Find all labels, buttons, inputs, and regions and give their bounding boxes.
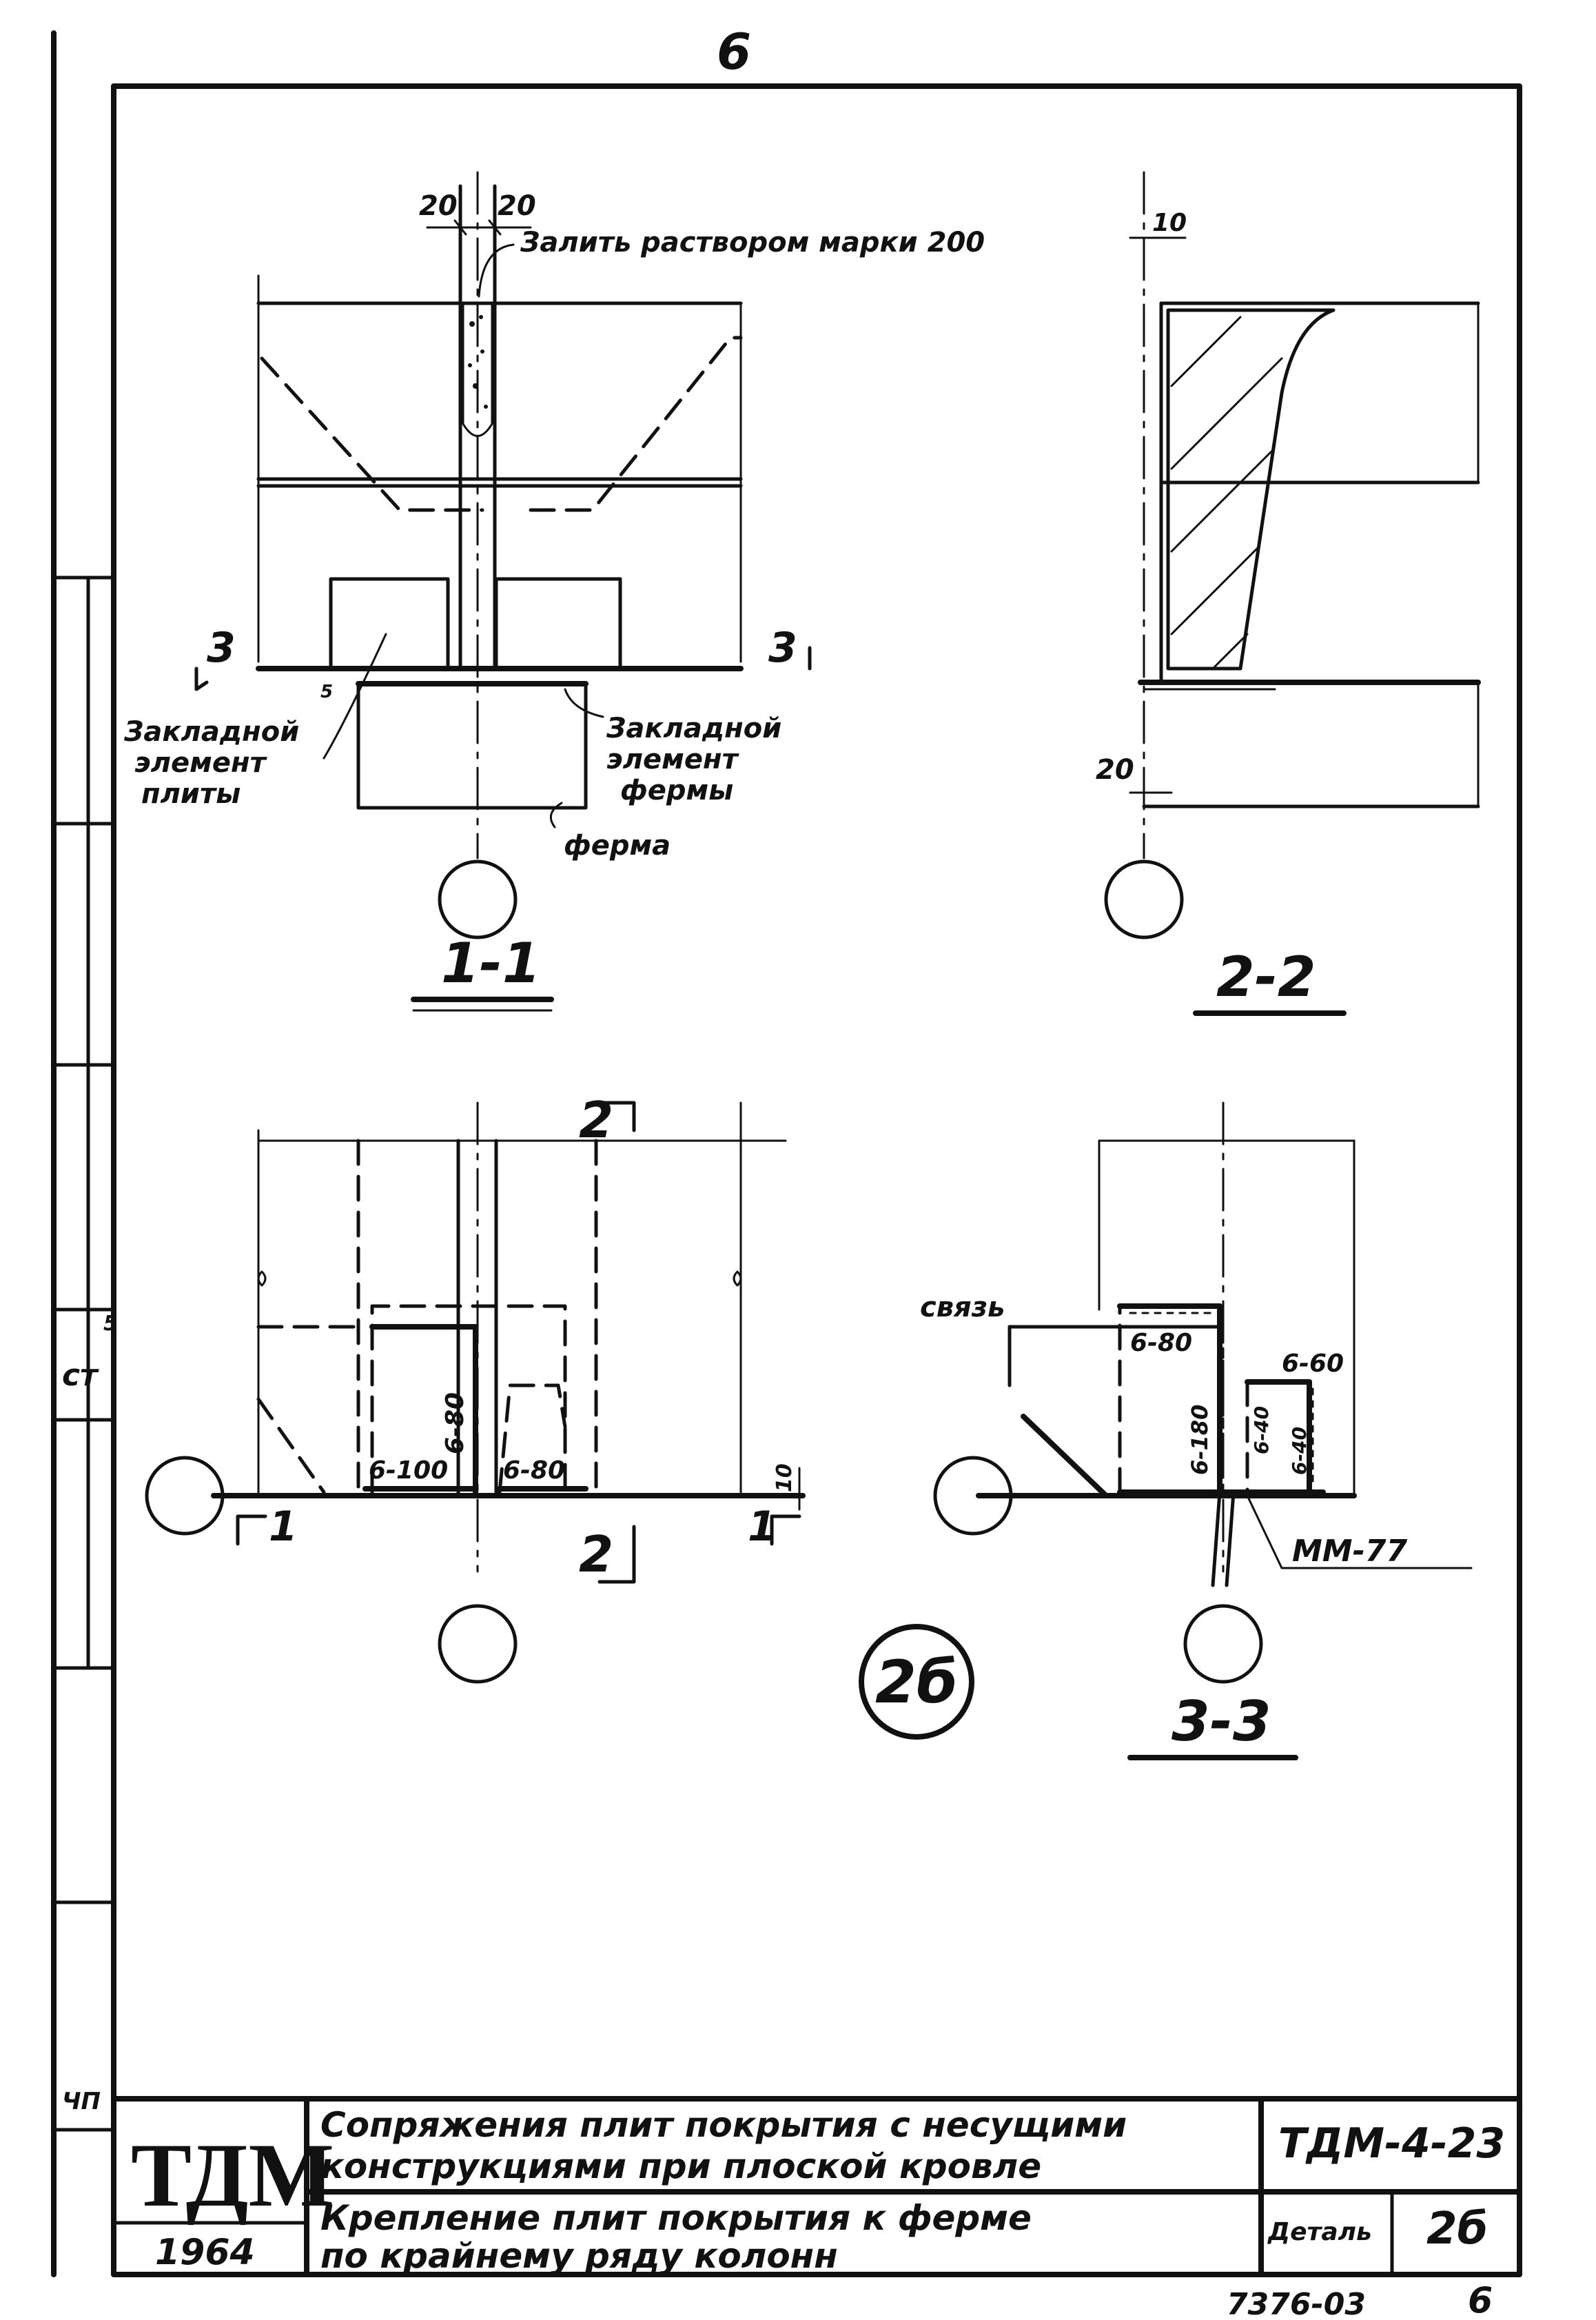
plate-embed-label: Закладной [123,716,299,748]
truss-label: ферма [564,830,671,862]
title-block-subtitle-line2: по крайнему ряду колонн [320,2236,838,2276]
part-label: ММ-77 [1292,1534,1407,1569]
section-1-1-cut-mark-left: 3 [207,624,236,672]
section-3-3-weld-inner: 6-40 [1250,1406,1273,1454]
plan-cut-mark-top: 2 [579,1091,613,1149]
title-block-subtitle-line1: Крепление плит покрытия к ферме [320,2198,1032,2238]
title-block-title-line2: конструкциями при плоской кровле [320,2146,1041,2186]
plan-view [145,1101,806,1684]
plan-cut-mark-bottom: 2 [579,1525,613,1583]
truss-embed-label: Закладной [606,713,781,744]
section-2-2-title: 2-2 [1216,945,1316,1009]
archive-number: 7376-03 [1227,2287,1366,2320]
tie-label: связь [920,1292,1005,1323]
margin-stamp-fragment: 5 [103,1312,118,1336]
title-block [111,2096,1522,2277]
section-1-1-title: 1-1 [441,931,541,995]
truss-embed-label: фермы [620,775,733,806]
plan-weld-vertical: 6-80 [441,1392,469,1454]
section-3-3-title: 3-3 [1172,1689,1271,1753]
section-2-2-dim-bottom: 20 [1096,754,1134,786]
title-block-detail-label: Деталь [1267,2218,1372,2246]
section-1-1-grout-note: Залить раствором марки 200 [520,227,985,258]
title-block-detail-value: 2б [1426,2204,1488,2255]
title-block-doc-code: ТДМ-4-23 [1278,2119,1505,2168]
detail-marker-label: 2б [875,1648,958,1717]
section-2-2-dim-top: 10 [1152,209,1187,237]
section-1-1-cut-mark-right: 3 [768,624,797,672]
section-1-1-dim-right: 20 [498,190,536,222]
rib-hatching [1170,309,1311,670]
plan-dim-right: 10 [773,1463,797,1492]
plate-embed-label: 5 [320,682,333,702]
title-block-year: 1964 [155,2232,255,2273]
weld-symbols [1129,1312,1314,1483]
section-3-3-weld-inner2: 6-40 [1288,1427,1311,1475]
section-1-1-dim-left: 20 [419,190,458,222]
plan-cut-mark-right: 1 [748,1503,777,1551]
truss-embed-label: элемент [606,744,740,775]
detail-marker [859,1624,974,1740]
title-block-logo: ТДМ [131,2124,334,2226]
plan-cut-mark-left: 1 [269,1503,298,1551]
section-3-3-weld-vertical: 6-180 [1187,1405,1213,1475]
section-3-3-weld-top: 6-80 [1130,1329,1192,1357]
margin-stamp-fragment: ЧП [62,2088,101,2115]
page-number-top: 6 [717,23,751,81]
plan-weld-center: 6-80 [503,1456,565,1485]
sheet-frame [51,30,1522,2277]
section-3-3 [933,1101,1473,1760]
section-3-3-weld-right: 6-60 [1282,1350,1344,1378]
plate-embed-label: элемент [134,747,268,779]
title-block-title-line1: Сопряжения плит покрытия с несущими [320,2105,1127,2145]
section-2-2 [1104,171,1481,1016]
margin-stamp-fragment: ст [62,1358,99,1393]
plan-weld-left: 6-100 [369,1456,448,1485]
plate-embed-label: плиты [141,778,241,810]
section-1-1 [194,171,812,1012]
page-number-bottom: 6 [1468,2280,1493,2320]
